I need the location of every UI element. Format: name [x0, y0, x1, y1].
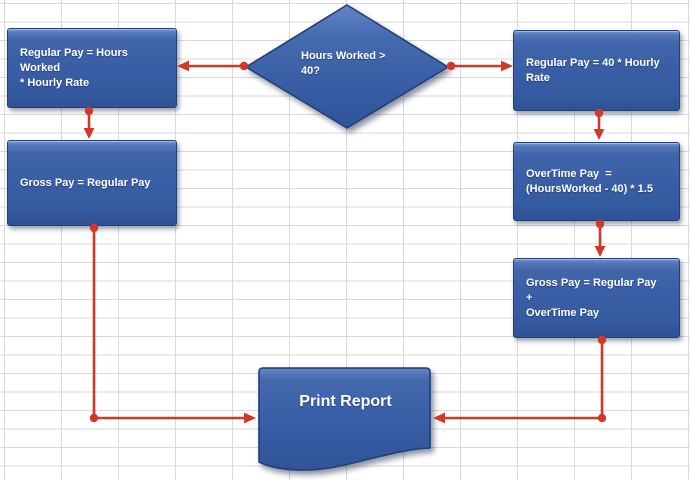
connector-gross-right-to-print[interactable]: [433, 335, 607, 424]
connector-overtime-to-gross-right[interactable]: [594, 219, 606, 257]
process-gross-pay-right[interactable]: Gross Pay = Regular Pay + OverTime Pay: [513, 258, 680, 338]
process-regular-pay-right-label: Regular Pay = 40 * Hourly Rate: [526, 56, 660, 84]
connector-decision-to-regular-left[interactable]: [177, 60, 249, 72]
document-print-report-label: Print Report: [299, 393, 392, 410]
decision-hours-worked[interactable]: Hours Worked > 40?: [244, 3, 450, 130]
process-regular-pay-left[interactable]: Regular Pay = Hours Worked * Hourly Rate: [7, 28, 177, 108]
document-shape: [258, 367, 431, 471]
process-gross-pay-right-label: Gross Pay = Regular Pay + OverTime Pay: [526, 276, 657, 319]
process-overtime-pay-label: OverTime Pay = (HoursWorked - 40) * 1.5: [526, 167, 653, 195]
process-regular-pay-left-label: Regular Pay = Hours Worked * Hourly Rate: [20, 46, 128, 89]
connector-decision-to-regular-right[interactable]: [446, 60, 513, 72]
process-regular-pay-right[interactable]: Regular Pay = 40 * Hourly Rate: [513, 30, 680, 111]
document-print-report[interactable]: Print Report: [252, 360, 442, 478]
diamond-shape: [244, 4, 450, 129]
connector-gross-left-to-print[interactable]: [89, 223, 256, 424]
process-overtime-pay[interactable]: OverTime Pay = (HoursWorked - 40) * 1.5: [513, 142, 680, 221]
connector-regular-right-to-overtime[interactable]: [593, 108, 605, 140]
connector-regular-left-to-gross-left[interactable]: [83, 106, 95, 139]
process-gross-pay-left-label: Gross Pay = Regular Pay: [20, 176, 151, 189]
decision-label: Hours Worked > 40?: [301, 50, 386, 77]
